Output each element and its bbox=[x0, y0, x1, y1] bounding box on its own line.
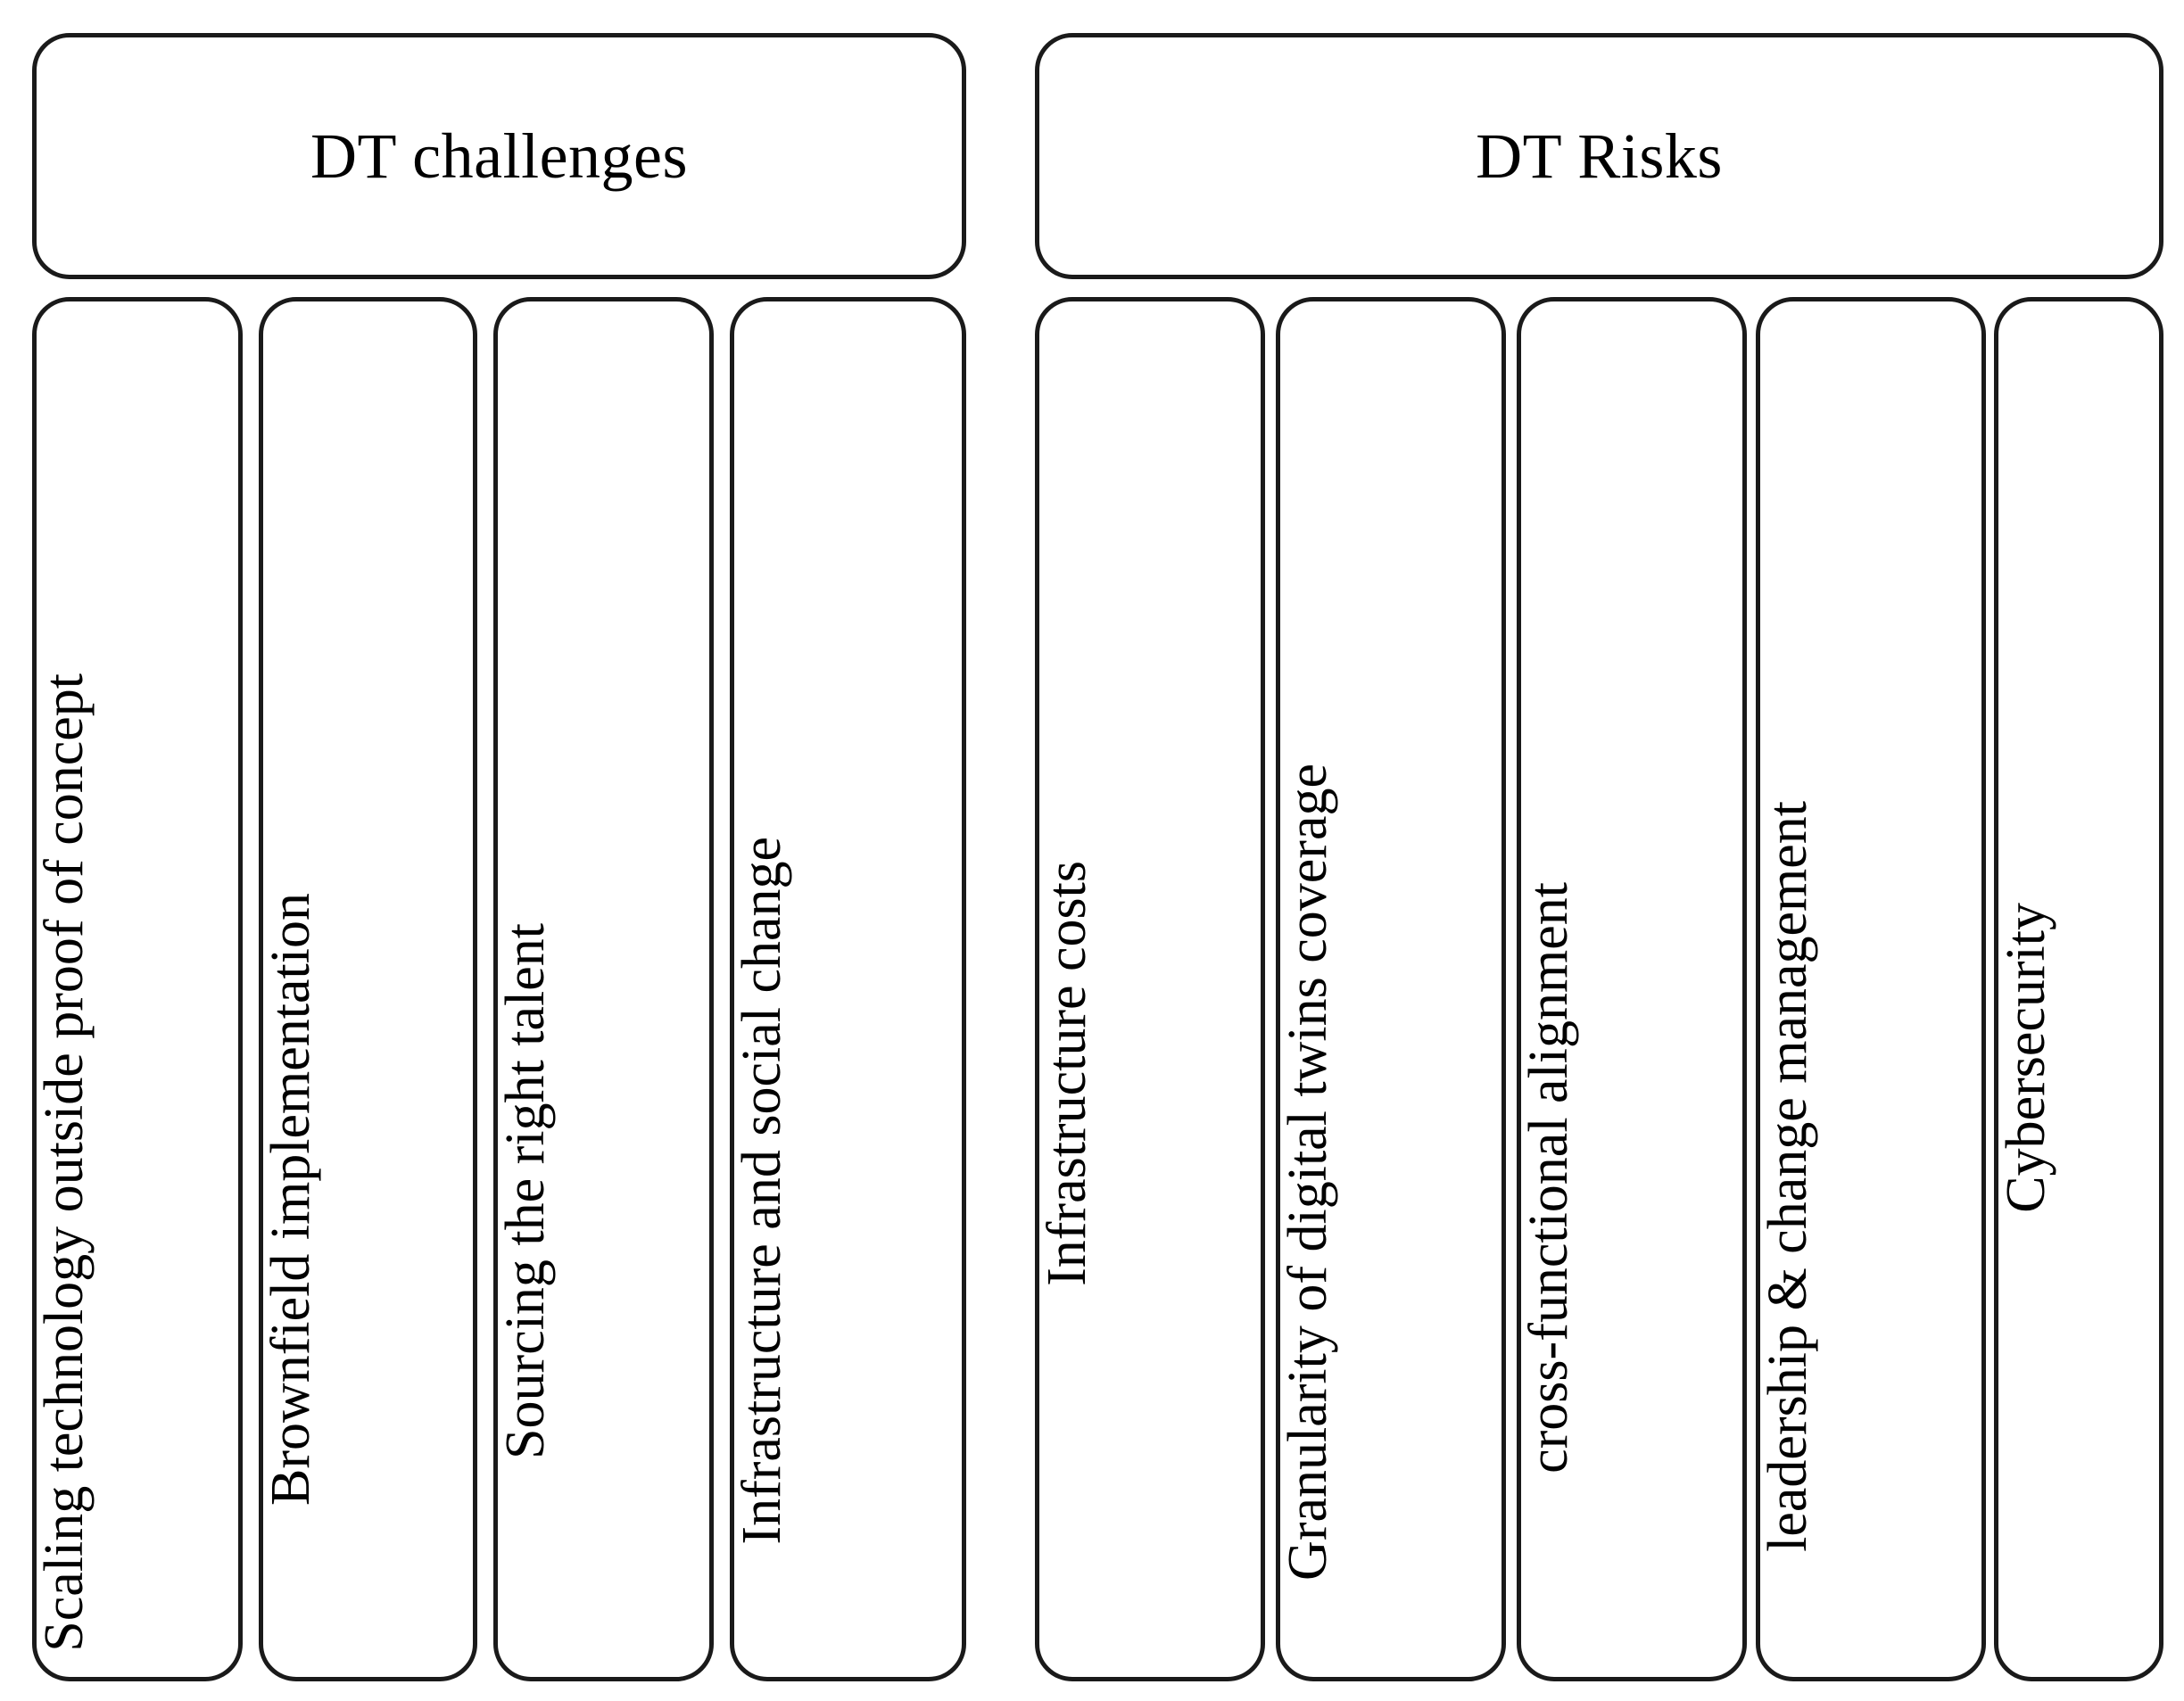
challenge-label-scaling-technology: Scaling technology outside proof of conc… bbox=[34, 673, 95, 1652]
group-dt-risks: DT Risks Infrastructure costs Granularit… bbox=[1035, 0, 2184, 1701]
header-title-dt-risks: DT Risks bbox=[1476, 120, 1723, 192]
risk-label-granularity-digital-twins: Granularity of digital twins coverage bbox=[1278, 764, 1338, 1581]
risk-box-cross-functional-alignment: cross-functional alignment bbox=[1517, 297, 1747, 1681]
header-box-dt-risks: DT Risks bbox=[1035, 33, 2163, 279]
risk-box-cybersecurity: Cybersecurity bbox=[1994, 297, 2163, 1681]
column-row-dt-challenges: Scaling technology outside proof of conc… bbox=[32, 297, 966, 1681]
challenge-box-brownfield-implementation: Brownfield implementation bbox=[259, 297, 477, 1681]
header-title-dt-challenges: DT challenges bbox=[310, 120, 689, 192]
group-dt-challenges: DT challenges Scaling technology outside… bbox=[0, 0, 999, 1701]
challenge-label-infrastructure-social-change: Infrastructure and social change bbox=[732, 837, 792, 1545]
challenge-box-infrastructure-social-change: Infrastructure and social change bbox=[730, 297, 966, 1681]
column-row-dt-risks: Infrastructure costs Granularity of digi… bbox=[1035, 297, 2163, 1681]
risk-label-cross-functional-alignment: cross-functional alignment bbox=[1518, 882, 1579, 1474]
challenge-box-sourcing-right-talent: Sourcing the right talent bbox=[493, 297, 714, 1681]
challenge-label-sourcing-right-talent: Sourcing the right talent bbox=[495, 923, 556, 1459]
header-box-dt-challenges: DT challenges bbox=[32, 33, 966, 279]
risk-label-leadership-change-management: leadership & change management bbox=[1758, 801, 1818, 1552]
risk-box-infrastructure-costs: Infrastructure costs bbox=[1035, 297, 1265, 1681]
risk-label-infrastructure-costs: Infrastructure costs bbox=[1037, 861, 1097, 1286]
challenge-box-scaling-technology: Scaling technology outside proof of conc… bbox=[32, 297, 243, 1681]
risk-label-cybersecurity: Cybersecurity bbox=[1996, 903, 2056, 1213]
risk-box-granularity-digital-twins: Granularity of digital twins coverage bbox=[1276, 297, 1506, 1681]
challenge-label-brownfield-implementation: Brownfield implementation bbox=[261, 892, 321, 1506]
risk-box-leadership-change-management: leadership & change management bbox=[1756, 297, 1986, 1681]
